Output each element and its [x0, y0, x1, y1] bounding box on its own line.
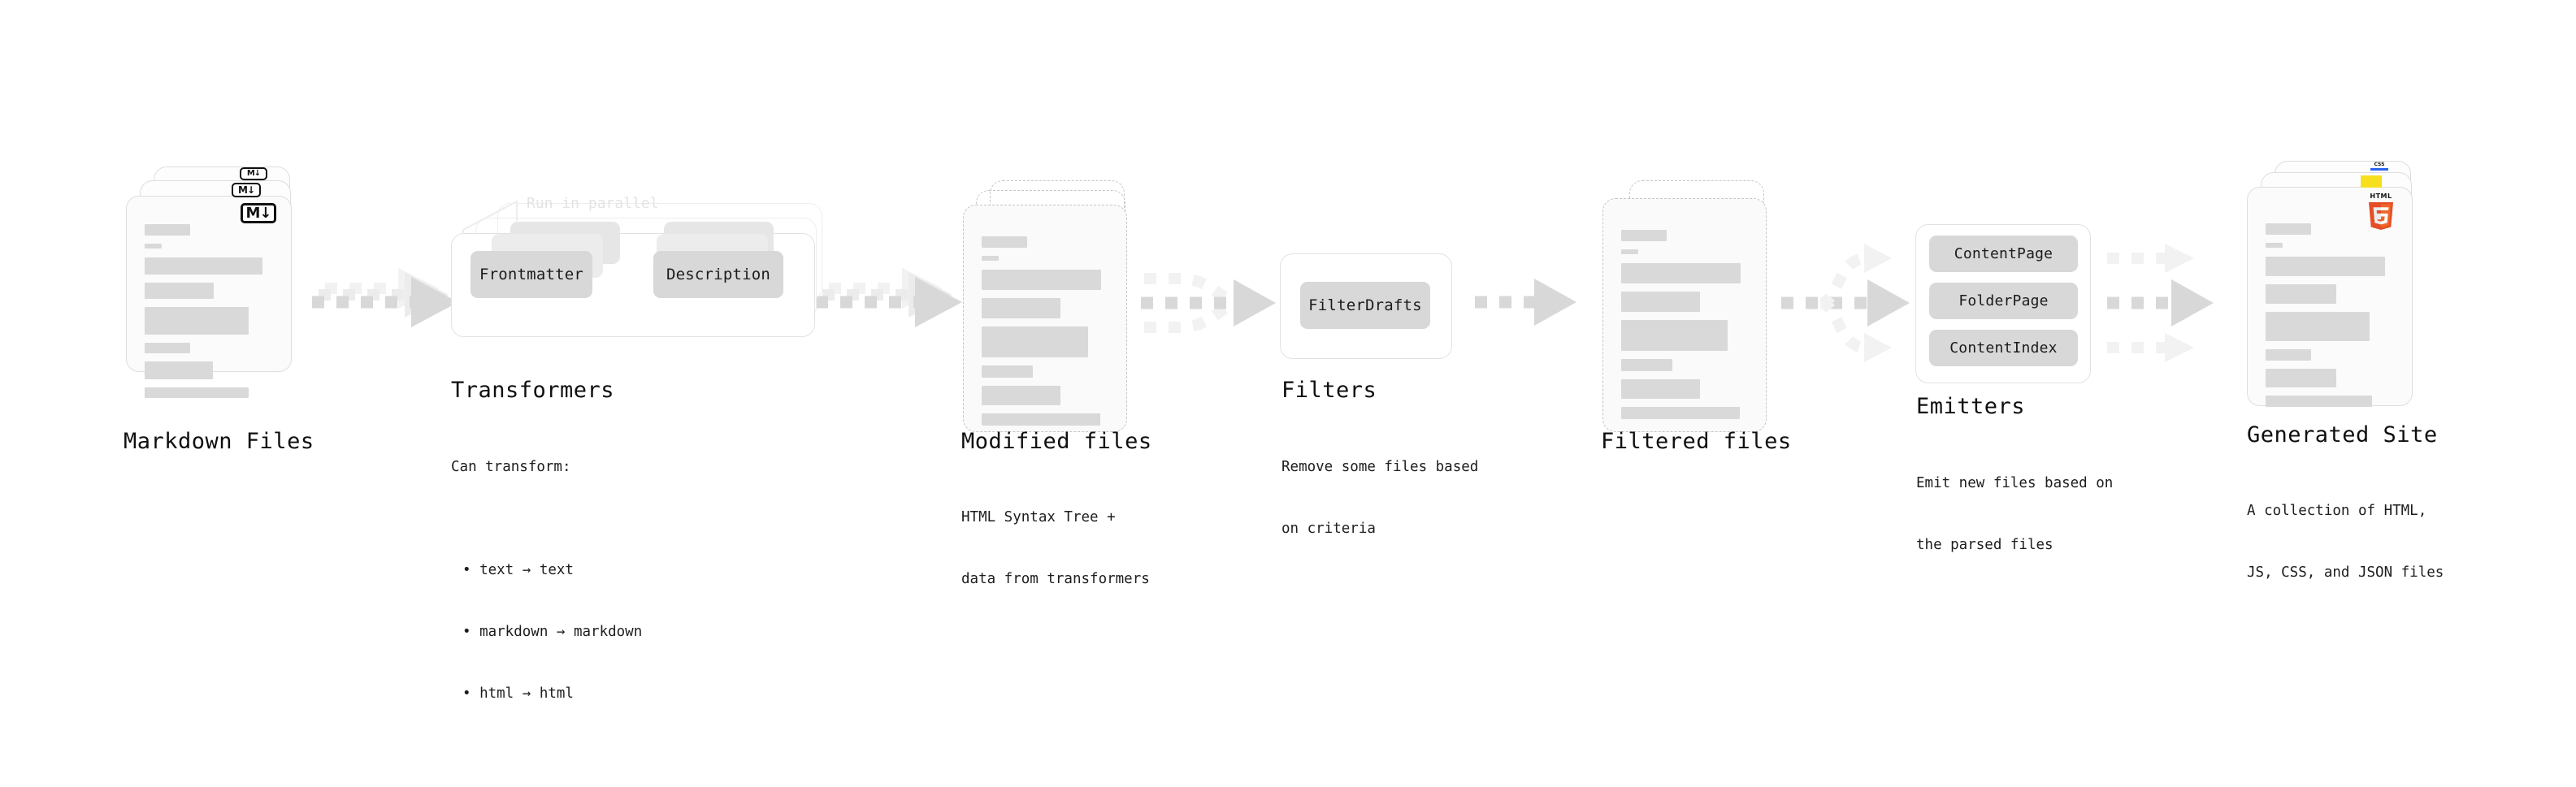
emitters-line-1: Emit new files based on	[1916, 474, 2114, 491]
pill-frontmatter[interactable]: Frontmatter	[471, 251, 592, 298]
diagram-canvas: .dash { stroke:#d8d8d8; stroke-width:15;…	[124, 161, 2444, 702]
modified-files-line-1: HTML Syntax Tree +	[961, 508, 1116, 525]
arrow-filters-to-filtered	[1475, 279, 1576, 326]
modified-files-title: Modified files	[961, 429, 1152, 454]
modified-files-caption: HTML Syntax Tree + data from transformer…	[961, 466, 1150, 631]
transformers-caption: Can transform: • text → text • markdown …	[451, 416, 642, 787]
transformers-bullet-3: • html → html	[462, 685, 574, 702]
markdown-files-title: Markdown Files	[124, 429, 314, 454]
html5-shield	[2368, 202, 2394, 230]
arrow-modified-to-filters	[1141, 273, 1276, 333]
generated-site-line-2: JS, CSS, and JSON files	[2247, 564, 2444, 581]
document-skeleton	[145, 224, 276, 406]
filters-caption: Remove some files based on criteria	[1281, 416, 1478, 581]
filtered-files-title: Filtered files	[1601, 429, 1792, 454]
run-in-parallel-label: Run in parallel	[527, 195, 659, 212]
arrow-transformers-to-modified	[816, 268, 962, 327]
arrow-emitters-to-site	[2107, 244, 2214, 362]
filters-title: Filters	[1281, 378, 1377, 403]
filters-line-2: on criteria	[1281, 520, 1376, 537]
transformers-caption-head: Can transform:	[451, 458, 571, 475]
transformers-bullet-1: • text → text	[462, 561, 574, 578]
pill-folderpage[interactable]: FolderPage	[1929, 283, 2078, 319]
filters-line-1: Remove some files based	[1281, 458, 1479, 475]
css-badge-bar	[2370, 168, 2388, 171]
html5-icon: HTML	[2367, 193, 2395, 231]
modified-file-front	[963, 205, 1127, 432]
document-skeleton	[2266, 223, 2397, 415]
css3-icon: CSS	[2370, 162, 2388, 171]
javascript-icon	[2361, 175, 2382, 188]
emitters-title: Emitters	[1916, 394, 2026, 419]
emitters-line-2: the parsed files	[1916, 536, 2053, 553]
markdown-icon-mid: M↓	[232, 183, 261, 197]
markdown-icon-back: M↓	[240, 167, 267, 180]
emitters-caption: Emit new files based on the parsed files	[1916, 432, 2113, 597]
markdown-icon: M↓	[241, 203, 276, 223]
pill-contentpage[interactable]: ContentPage	[1929, 236, 2078, 272]
transformers-bullet-list: • text → text • markdown → markdown • ht…	[451, 519, 642, 746]
document-skeleton	[1621, 230, 1751, 427]
css-badge-word: CSS	[2374, 162, 2385, 167]
html5-badge-word: HTML	[2370, 192, 2392, 200]
filtered-file-front	[1602, 198, 1767, 432]
markdown-file-front	[126, 196, 292, 398]
arrow-filtered-to-emitters	[1781, 244, 1910, 362]
transformers-title: Transformers	[451, 378, 615, 403]
document-skeleton	[982, 236, 1112, 434]
generated-site-line-1: A collection of HTML,	[2247, 502, 2427, 519]
pill-description[interactable]: Description	[653, 251, 783, 298]
generated-site-title: Generated Site	[2247, 422, 2438, 448]
modified-files-line-2: data from transformers	[961, 570, 1150, 587]
arrow-markdown-to-transformers	[312, 268, 458, 327]
pill-contentindex[interactable]: ContentIndex	[1929, 330, 2078, 366]
transformers-bullet-2: • markdown → markdown	[462, 623, 643, 640]
pill-filterdrafts[interactable]: FilterDrafts	[1300, 282, 1430, 329]
generated-site-caption: A collection of HTML, JS, CSS, and JSON …	[2247, 460, 2444, 625]
